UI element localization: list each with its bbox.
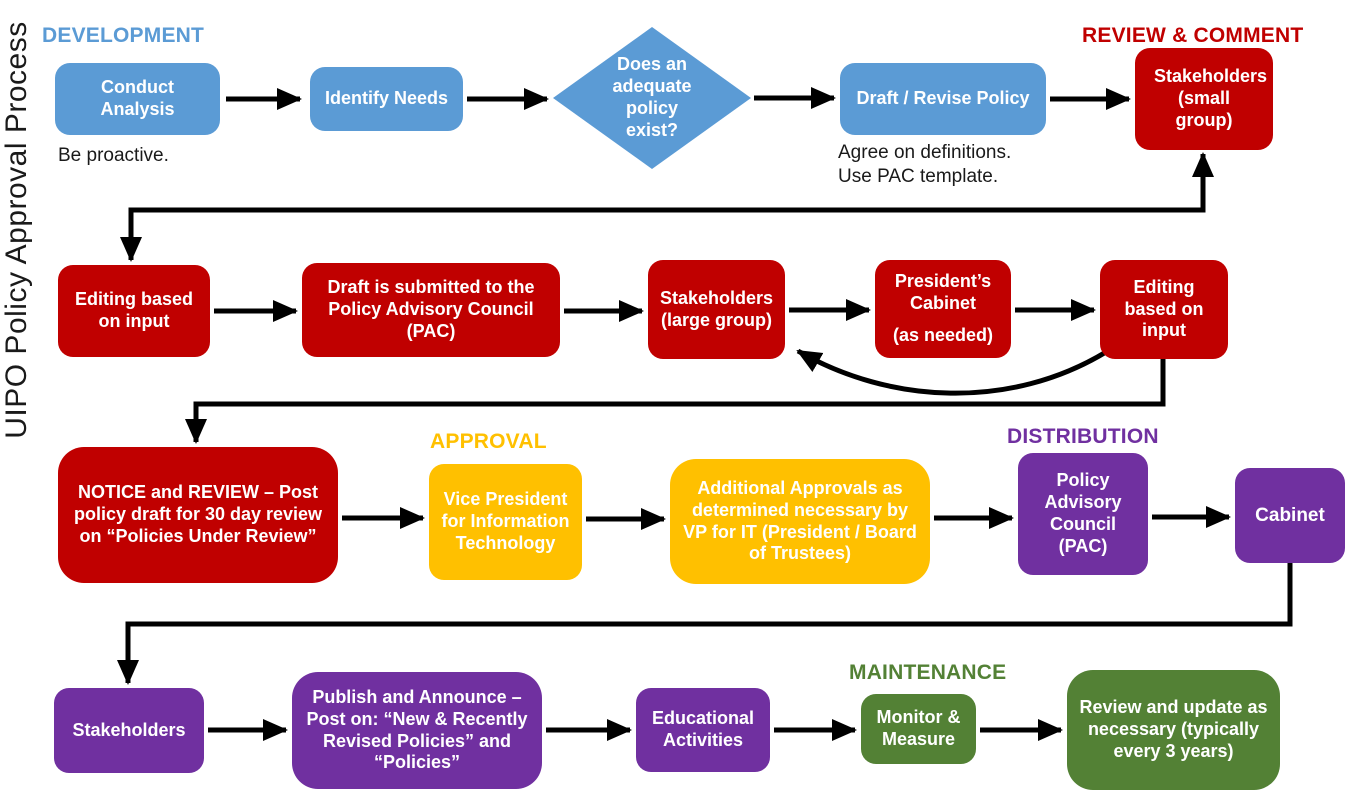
node-stakeholders-small-group: Stakeholders (small group)	[1135, 48, 1273, 150]
node-vp-information-technology: Vice President for Information Technolog…	[429, 464, 582, 580]
node-monitor-measure: Monitor & Measure	[861, 694, 976, 764]
note-agree-definitions: Agree on definitions. Use PAC template.	[838, 141, 1011, 190]
node-draft-submitted-to-pac: Draft is submitted to the Policy Advisor…	[302, 263, 560, 357]
note-line: Agree on definitions.	[838, 142, 1012, 163]
node-label: Stakeholders	[72, 719, 186, 740]
node-label: Vice President for Information Technolog…	[441, 489, 570, 553]
section-header-approval: APPROVAL	[430, 430, 547, 453]
node-identify-needs: Identify Needs	[310, 67, 463, 131]
note-be-proactive: Be proactive.	[58, 145, 169, 166]
node-label: Review and update as necessary (typicall…	[1079, 697, 1268, 761]
node-conduct-analysis: Conduct Analysis	[55, 63, 220, 135]
node-policy-advisory-council: Policy Advisory Council (PAC)	[1018, 453, 1148, 575]
node-draft-revise-policy: Draft / Revise Policy	[840, 63, 1046, 135]
node-label: Policy Advisory Council (PAC)	[1044, 470, 1122, 556]
section-header-review-comment: REVIEW & COMMENT	[1082, 24, 1304, 47]
node-presidents-cabinet: President’s Cabinet (as needed)	[875, 260, 1011, 358]
node-label: Educational Activities	[651, 708, 754, 750]
node-label: Cabinet	[1255, 504, 1325, 526]
section-header-distribution: DISTRIBUTION	[1007, 425, 1159, 448]
node-review-and-update: Review and update as necessary (typicall…	[1067, 670, 1280, 790]
node-label: Does an adequate policy exist?	[612, 54, 692, 140]
node-label: Monitor & Measure	[876, 707, 961, 749]
node-notice-and-review: NOTICE and REVIEW – Post policy draft fo…	[58, 447, 338, 583]
node-label: Editing based on input	[74, 289, 193, 331]
node-label-sub: (as needed)	[892, 324, 994, 345]
node-label: NOTICE and REVIEW – Post policy draft fo…	[73, 482, 323, 546]
node-stakeholders-distribution: Stakeholders	[54, 688, 204, 773]
note-line: Use PAC template.	[838, 166, 999, 188]
node-label: Stakeholders (small group)	[1154, 66, 1268, 130]
node-cabinet: Cabinet	[1235, 468, 1345, 563]
node-label: Conduct Analysis	[100, 77, 175, 119]
node-label: Draft / Revise Policy	[856, 88, 1030, 109]
node-label: Additional Approvals as determined neces…	[683, 477, 917, 564]
connector-stakeholders-small-editing	[120, 152, 1214, 262]
section-header-maintenance: MAINTENANCE	[849, 661, 1007, 684]
node-label: Editing based on input	[1124, 276, 1204, 341]
node-additional-approvals: Additional Approvals as determined neces…	[670, 459, 930, 584]
node-label: Stakeholders (large group)	[659, 287, 774, 330]
node-stakeholders-large-group: Stakeholders (large group)	[648, 260, 785, 359]
node-label: President’s Cabinet (as needed)	[883, 271, 1003, 347]
node-label: Draft is submitted to the Policy Advisor…	[327, 277, 535, 341]
diagram-title: UIPO Policy Approval Process	[0, 21, 33, 439]
node-label-main: President’s Cabinet	[894, 271, 992, 314]
node-decision-policy-exist: Does an adequate policy exist?	[553, 27, 751, 169]
section-header-development: DEVELOPMENT	[42, 24, 205, 47]
node-label: Identify Needs	[324, 88, 449, 109]
node-editing-based-on-input-1: Editing based on input	[58, 265, 210, 357]
node-publish-and-announce: Publish and Announce – Post on: “New & R…	[292, 672, 542, 789]
node-label: Publish and Announce – Post on: “New & R…	[306, 686, 528, 773]
node-educational-activities: Educational Activities	[636, 688, 770, 772]
node-editing-based-on-input-2: Editing based on input	[1100, 260, 1228, 359]
